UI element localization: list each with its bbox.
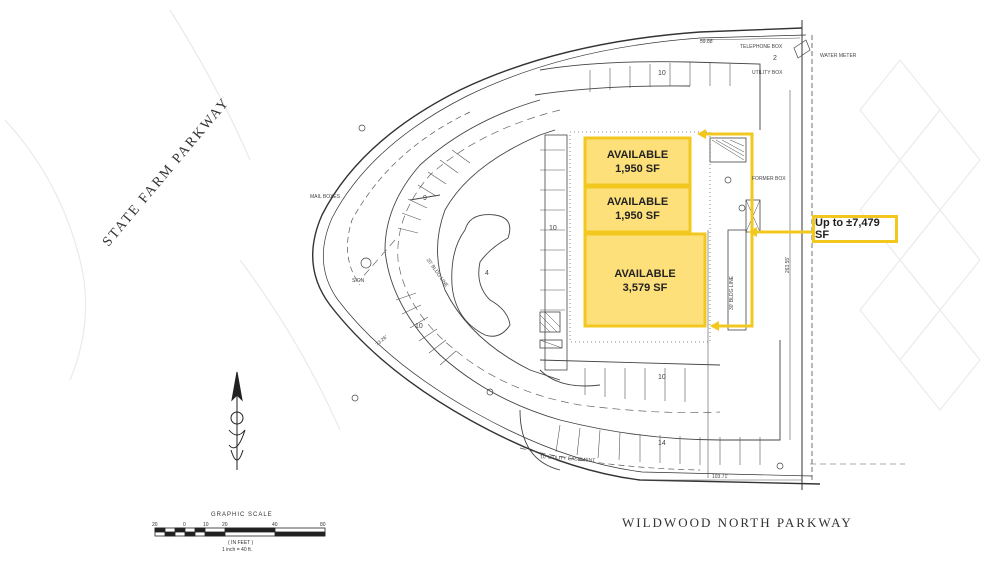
sign-label: SIGN	[352, 278, 365, 284]
unit-1-label: AVAILABLE 1,950 SF	[585, 148, 690, 176]
parking-count-left-lower: 10	[415, 323, 423, 330]
road-label-wildwood-north: WILDWOOD NORTH PARKWAY	[622, 515, 853, 530]
transformer-box-label: FORMER BOX	[752, 176, 786, 182]
parking-count-corner: 2	[773, 55, 777, 62]
scale-tick-1: 0	[183, 522, 186, 528]
water-meter-label: WATER METER	[820, 53, 857, 59]
parking-count-lower-arc: 14	[658, 440, 666, 447]
parking-count-left-upper: 9	[423, 195, 427, 202]
graphic-scale-title: GRAPHIC SCALE	[211, 512, 273, 518]
scale-tick-2: 10	[203, 522, 209, 528]
dimension-bottom: 103.71'	[712, 474, 729, 480]
unit-1[interactable]	[583, 136, 692, 187]
background-contours	[4, 9, 341, 431]
available-units	[583, 136, 707, 328]
unit-2-size: 1,950 SF	[615, 210, 660, 222]
parking-count-bottom: 10	[658, 374, 666, 381]
unit-3[interactable]	[583, 232, 707, 328]
scale-tick-5: 80	[320, 522, 326, 528]
bldg-line-label-2: 30' BLDG LINE	[729, 275, 736, 311]
scale-ratio: 1 inch = 40 ft.	[222, 547, 253, 553]
site-symbols	[351, 39, 811, 470]
drive-centerline	[359, 109, 721, 414]
drive-aisles	[384, 61, 781, 471]
parking-count-top: 10	[658, 70, 666, 77]
total-area-callout: Up to ±7,479 SF	[812, 215, 898, 243]
dimension-lines	[640, 37, 905, 481]
unit-2-label: AVAILABLE 1,950 SF	[585, 195, 690, 223]
unit-1-status: AVAILABLE	[606, 149, 669, 161]
parking-stalls	[395, 62, 761, 465]
property-boundary	[312, 20, 821, 490]
unit-2-status: AVAILABLE	[606, 196, 669, 208]
arrow-heads	[697, 129, 757, 331]
scale-tick-4: 40	[272, 522, 278, 528]
unit-1-size: 1,950 SF	[615, 163, 660, 175]
unit-3-size: 3,579 SF	[622, 282, 668, 294]
watermark-pattern	[859, 59, 981, 411]
telephone-box-label: TELEPHONE BOX	[740, 44, 783, 50]
dimension-right: 263.55'	[785, 256, 792, 274]
dimension-top: 59.88'	[700, 39, 714, 45]
scale-unit: ( IN FEET )	[228, 540, 254, 546]
utility-easement-lines	[347, 111, 701, 471]
scale-tick-3: 20	[222, 522, 228, 528]
unit-3-label: AVAILABLE 3,579 SF	[585, 267, 705, 295]
unit-3-status: AVAILABLE	[614, 268, 676, 280]
parking-count-island: 4	[485, 270, 489, 277]
graphic-scale-bar	[154, 527, 326, 537]
mail-boxes-label: MAIL BOXES	[310, 194, 341, 200]
building-pad-border	[569, 131, 711, 343]
landscape-island	[451, 134, 568, 371]
scale-tick-0: 20	[152, 522, 158, 528]
utility-box-label: UTILITY BOX	[752, 70, 783, 76]
north-arrow-icon	[228, 371, 246, 470]
parking-count-left-column: 10	[549, 225, 557, 232]
utility-area	[539, 137, 761, 349]
unit-2[interactable]	[583, 185, 692, 234]
